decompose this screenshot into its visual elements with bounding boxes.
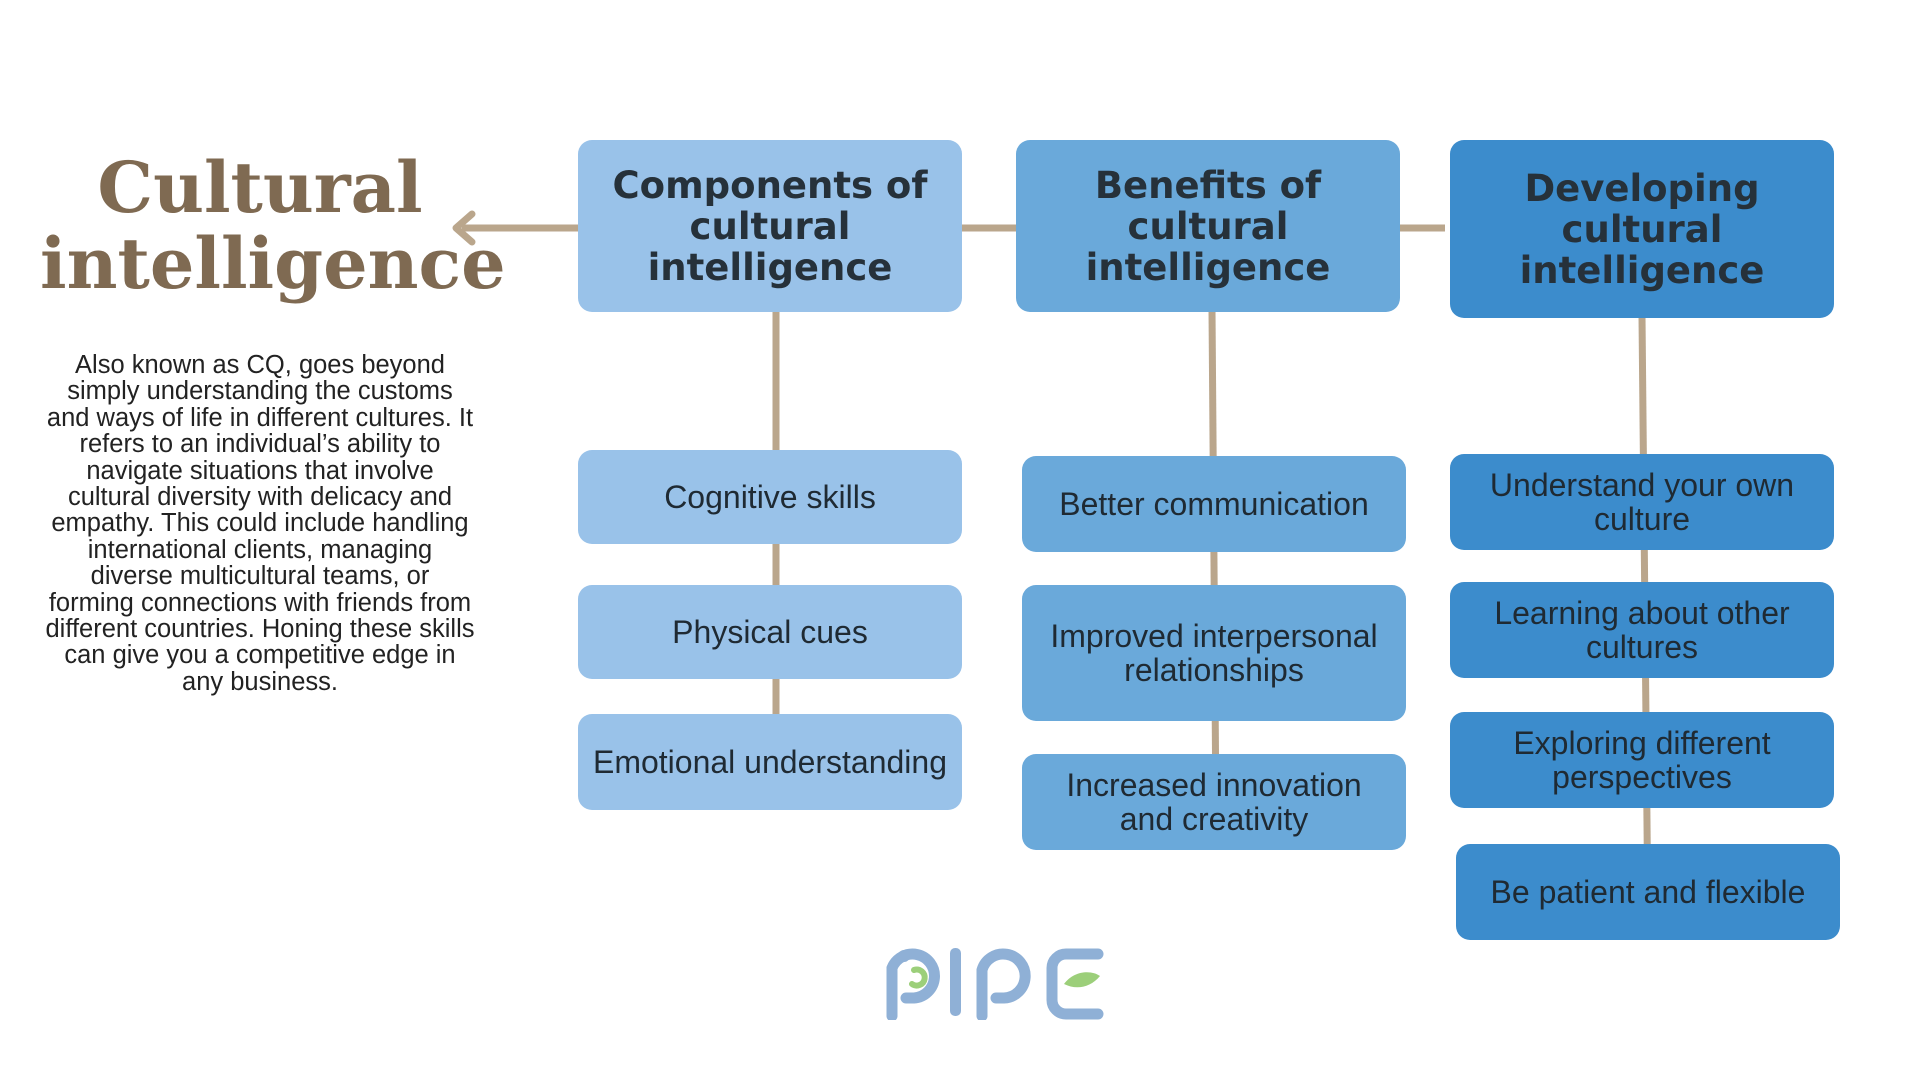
item-label: Be patient and flexible <box>1490 874 1806 910</box>
developing-header: Developing cultural intelligence <box>1450 140 1834 318</box>
benefits-header-label: Benefits of cultural intelligence <box>1085 163 1331 289</box>
item-label: Improved interpersonal relationships <box>1050 618 1378 688</box>
developing-item-other-cultures: Learning about other cultures <box>1450 582 1834 678</box>
benefit-item-communication: Better communication <box>1022 456 1406 552</box>
item-label: Understand your own culture <box>1489 467 1795 537</box>
components-header: Components of cultural intelligence <box>578 140 962 312</box>
component-item-emotional: Emotional understanding <box>578 714 962 810</box>
item-label: Emotional understanding <box>592 744 947 780</box>
pipe-logo <box>886 948 1104 1020</box>
components-header-label: Components of cultural intelligence <box>612 163 928 289</box>
benefits-header: Benefits of cultural intelligence <box>1016 140 1400 312</box>
item-label: Increased innovation and creativity <box>1066 767 1362 837</box>
developing-item-own-culture: Understand your own culture <box>1450 454 1834 550</box>
item-label: Learning about other cultures <box>1494 595 1790 665</box>
description-text: Also known as CQ, goes beyond simply und… <box>45 351 475 696</box>
benefit-item-innovation: Increased innovation and creativity <box>1022 754 1406 850</box>
item-label: Physical cues <box>672 614 868 650</box>
developing-item-perspectives: Exploring different perspectives <box>1450 712 1834 808</box>
component-item-cognitive: Cognitive skills <box>578 450 962 544</box>
item-label: Exploring different perspectives <box>1513 725 1771 795</box>
item-label: Better communication <box>1059 486 1369 522</box>
page-title: Cultural intelligence <box>40 146 506 305</box>
developing-header-label: Developing cultural intelligence <box>1519 166 1765 292</box>
developing-item-patient: Be patient and flexible <box>1456 844 1840 940</box>
component-item-physical: Physical cues <box>578 585 962 679</box>
column-2-line <box>1208 309 1220 819</box>
item-label: Cognitive skills <box>664 479 876 515</box>
arrow-head <box>452 210 476 246</box>
benefit-item-relationships: Improved interpersonal relationships <box>1022 585 1406 721</box>
